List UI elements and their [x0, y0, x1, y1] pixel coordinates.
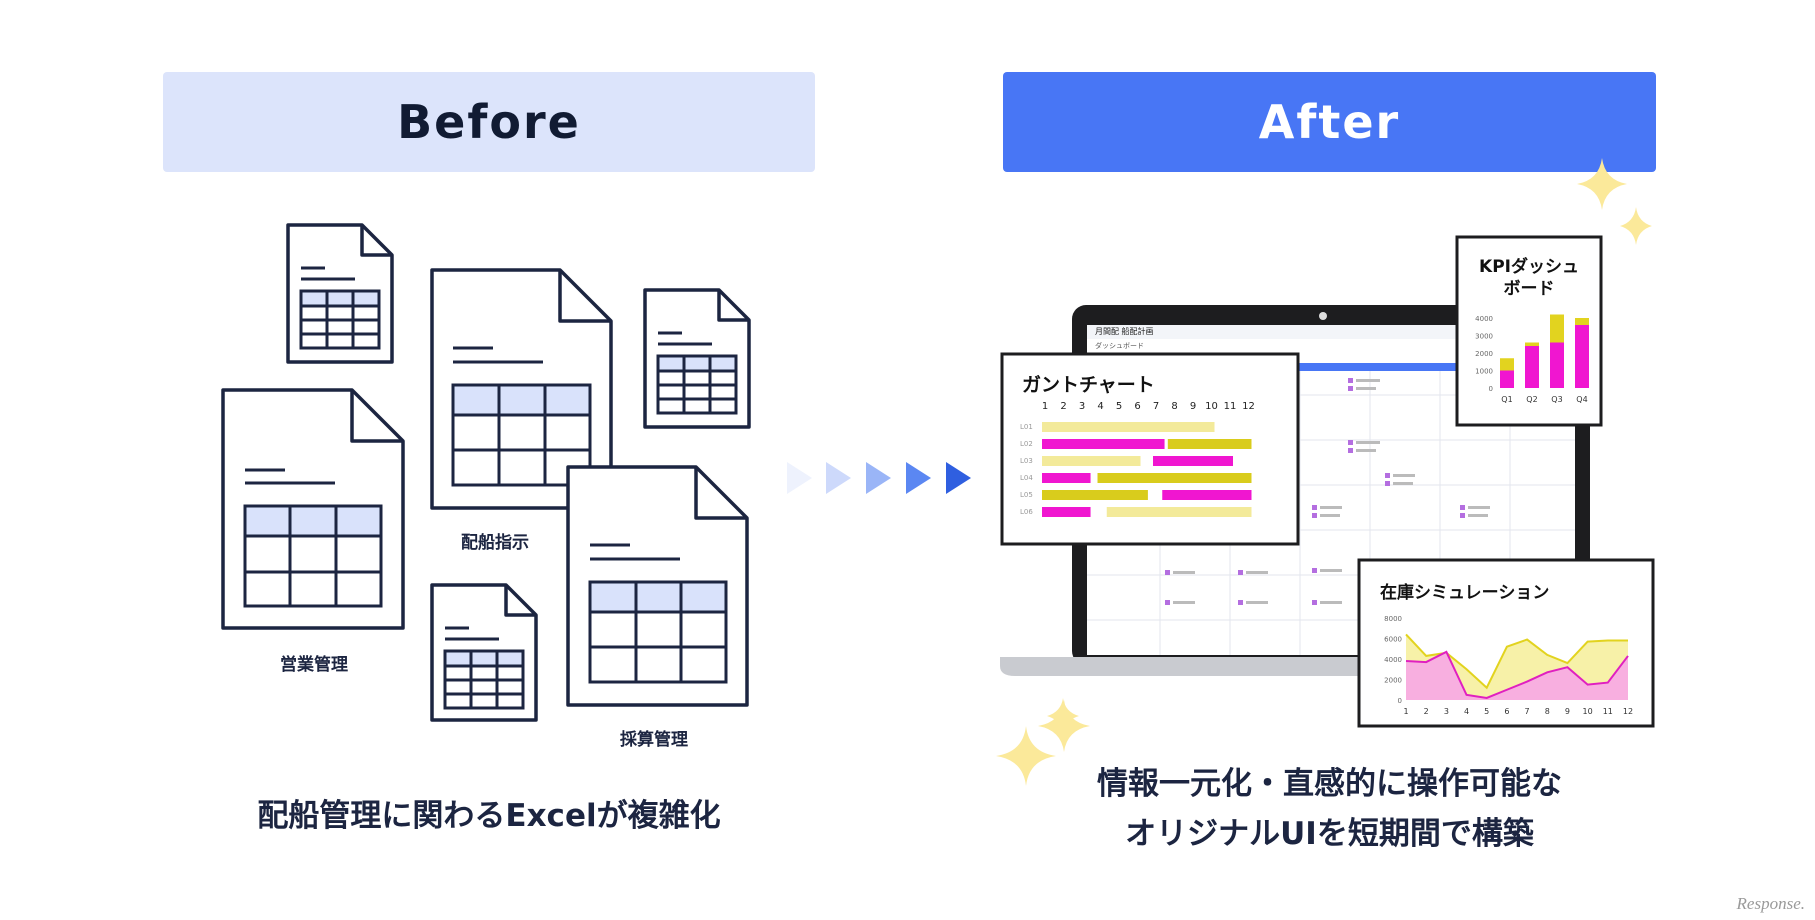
- inventory-x-label: 1: [1403, 707, 1408, 716]
- kpi-title-line2: ボード: [1503, 279, 1555, 299]
- gantt-month-label: 1: [1042, 401, 1048, 412]
- inventory-ytick: 8000: [1384, 615, 1402, 623]
- kpi-ytick: 1000: [1475, 368, 1493, 376]
- after-caption-line1: 情報一元化・直感的に操作可能な: [1097, 766, 1562, 802]
- inventory-line: [1405, 650, 1629, 699]
- label-haisen-shiji: 配船指示: [461, 533, 529, 553]
- inventory-x-label: 4: [1464, 707, 1469, 716]
- excel-document-icon: [221, 388, 405, 630]
- gantt-bar: [1042, 473, 1091, 483]
- gantt-row-label: L02: [1020, 440, 1033, 448]
- gantt-bar: [1042, 490, 1148, 500]
- kpi-ytick: 2000: [1475, 350, 1493, 358]
- kpi-bar: [1575, 318, 1589, 325]
- excel-document-icon: [430, 583, 538, 722]
- gantt-row-label: L04: [1020, 474, 1033, 482]
- kpi-category-label: Q3: [1551, 395, 1562, 404]
- inventory-x-label: 10: [1583, 707, 1593, 716]
- inventory-x-label: 12: [1623, 707, 1633, 716]
- gantt-month-label: 8: [1171, 401, 1177, 412]
- kpi-bar: [1500, 358, 1514, 371]
- inventory-ytick: 0: [1398, 697, 1402, 705]
- gantt-row-label: L06: [1020, 508, 1033, 516]
- inventory-ytick: 6000: [1384, 636, 1402, 644]
- gantt-month-label: 3: [1079, 401, 1085, 412]
- gantt-month-label: 9: [1190, 401, 1196, 412]
- gantt-bar: [1042, 422, 1215, 432]
- inventory-title: 在庫シミュレーション: [1380, 583, 1550, 603]
- gantt-month-label: 12: [1242, 401, 1255, 412]
- inventory-ytick: 4000: [1384, 656, 1402, 664]
- laptop-screen-title: 月間配 船配計画: [1095, 327, 1154, 336]
- inventory-x-label: 3: [1444, 707, 1449, 716]
- gantt-row-label: L03: [1020, 457, 1033, 465]
- kpi-bar: [1500, 370, 1514, 388]
- before-caption: 配船管理に関わるExcelが複雑化: [257, 798, 721, 834]
- label-eigyo-kanri: 営業管理: [280, 655, 348, 675]
- progress-arrows: [787, 462, 971, 494]
- inventory-x-label: 6: [1504, 707, 1509, 716]
- kpi-bar: [1525, 346, 1539, 388]
- gantt-row-label: L01: [1020, 423, 1033, 431]
- kpi-bar: [1525, 342, 1539, 346]
- inventory-ytick: 2000: [1384, 677, 1402, 685]
- gantt-month-label: 5: [1116, 401, 1122, 412]
- inventory-x-label: 9: [1565, 707, 1570, 716]
- excel-document-icon: [430, 268, 613, 510]
- gantt-bar: [1167, 439, 1252, 449]
- after-header: After: [1003, 72, 1656, 172]
- laptop-screen-tags: [1165, 378, 1490, 605]
- laptop-screen-tab: ダッシュボード: [1095, 342, 1144, 350]
- kpi-ytick: 4000: [1475, 315, 1493, 323]
- kpi-bar: [1575, 325, 1589, 388]
- gantt-month-label: 10: [1205, 401, 1218, 412]
- kpi-bar: [1550, 314, 1564, 343]
- sparkle-icon: [996, 698, 1079, 786]
- excel-document-icon: [566, 465, 749, 707]
- inventory-x-label: 2: [1424, 707, 1429, 716]
- gantt-bar: [1153, 456, 1233, 466]
- kpi-title-line1: KPIダッシュ: [1479, 257, 1579, 277]
- gantt-row-label: L05: [1020, 491, 1033, 499]
- kpi-category-label: Q1: [1501, 395, 1512, 404]
- inventory-x-label: 5: [1484, 707, 1489, 716]
- after-caption-line2: オリジナルUIを短期間で構築: [1125, 816, 1534, 852]
- gantt-bar: [1042, 507, 1091, 517]
- kpi-bar: [1550, 342, 1564, 388]
- gantt-month-label: 2: [1060, 401, 1066, 412]
- watermark: Response.: [1736, 894, 1805, 913]
- gantt-month-label: 11: [1224, 401, 1237, 412]
- inventory-x-label: 8: [1545, 707, 1550, 716]
- kpi-category-label: Q4: [1576, 395, 1587, 404]
- gantt-bar: [1097, 473, 1252, 483]
- gantt-month-label: 4: [1097, 401, 1103, 412]
- gantt-bar: [1106, 507, 1252, 517]
- kpi-ytick: 3000: [1475, 333, 1493, 341]
- gantt-chart-title: ガントチャート: [1022, 374, 1155, 396]
- before-header: Before: [163, 72, 815, 172]
- excel-document-icon: [286, 223, 394, 364]
- gantt-month-label: 6: [1134, 401, 1140, 412]
- gantt-bar: [1162, 490, 1252, 500]
- inventory-x-label: 11: [1603, 707, 1613, 716]
- gantt-bar: [1042, 456, 1141, 466]
- label-saisan-kanri: 採算管理: [620, 730, 688, 750]
- gantt-bar: [1042, 439, 1165, 449]
- kpi-ytick: 0: [1489, 385, 1493, 393]
- kpi-category-label: Q2: [1526, 395, 1537, 404]
- inventory-area: [1406, 651, 1628, 700]
- excel-document-icon: [643, 288, 751, 429]
- gantt-month-label: 7: [1153, 401, 1159, 412]
- inventory-x-label: 7: [1525, 707, 1530, 716]
